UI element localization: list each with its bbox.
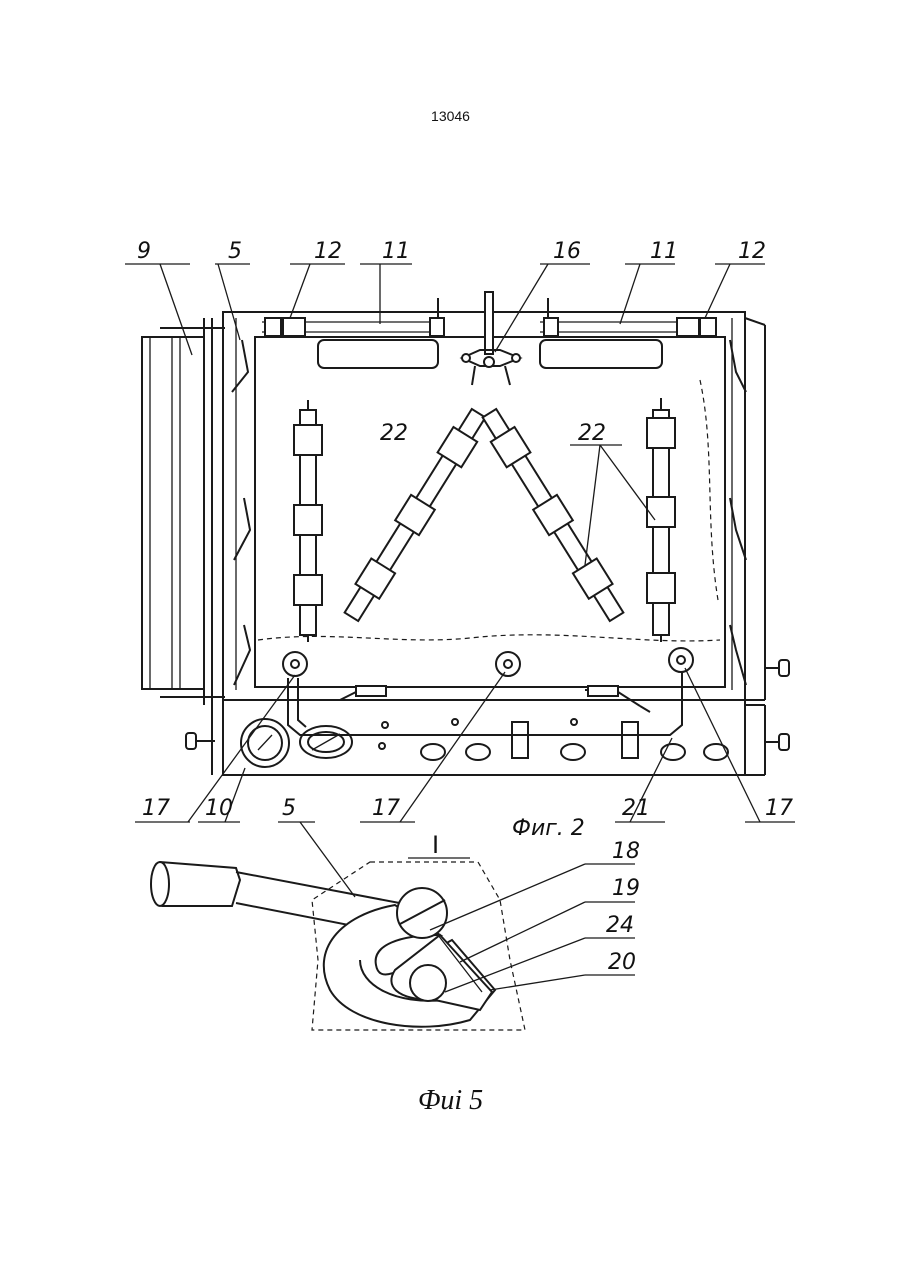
label-22-right: 22 bbox=[578, 421, 606, 446]
detail-label-20: 20 bbox=[608, 950, 636, 975]
label-17-right: 17 bbox=[765, 796, 793, 821]
figure-2 bbox=[125, 264, 795, 822]
detail-label-18: 18 bbox=[612, 839, 640, 864]
label-12-right: 12 bbox=[738, 239, 766, 264]
label-11-left: 11 bbox=[382, 239, 410, 264]
detail-label-19: 19 bbox=[612, 876, 640, 901]
detail-label-24: 24 bbox=[606, 913, 634, 938]
figure-caption: Фиі 5 bbox=[0, 1085, 901, 1117]
label-22-left: 22 bbox=[380, 421, 408, 446]
label-16: 16 bbox=[553, 239, 581, 264]
label-12-left: 12 bbox=[314, 239, 342, 264]
detail-title: I bbox=[432, 831, 439, 859]
label-21: 21 bbox=[622, 796, 650, 821]
detail-i bbox=[151, 822, 635, 1030]
label-10: 10 bbox=[205, 796, 233, 821]
label-17-left: 17 bbox=[142, 796, 170, 821]
figure-2-caption: Фиг. 2 bbox=[512, 816, 585, 841]
label-11-right: 11 bbox=[650, 239, 678, 264]
label-9: 9 bbox=[137, 239, 151, 264]
label-17-center: 17 bbox=[372, 796, 400, 821]
detail-label-5: 5 bbox=[282, 796, 296, 821]
label-5: 5 bbox=[228, 239, 242, 264]
